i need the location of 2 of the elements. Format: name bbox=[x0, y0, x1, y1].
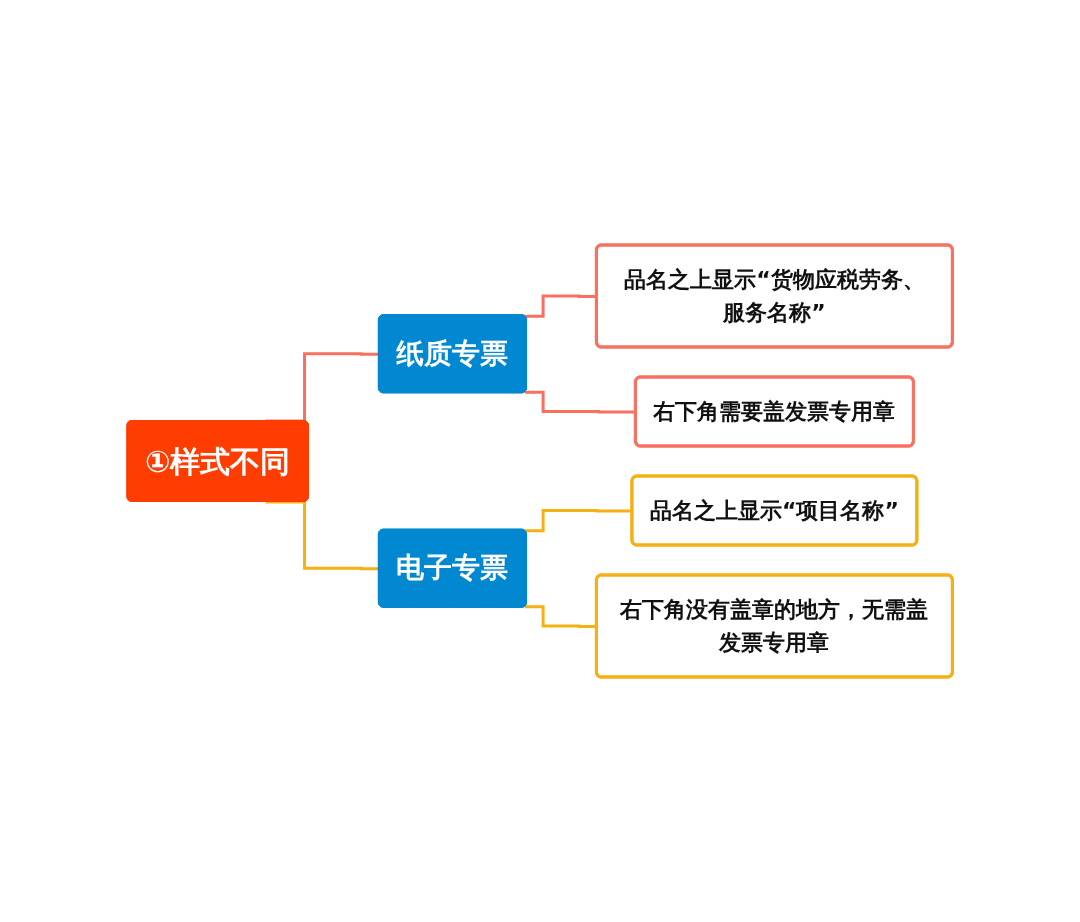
connector bbox=[525, 509, 633, 533]
connector bbox=[265, 500, 380, 571]
